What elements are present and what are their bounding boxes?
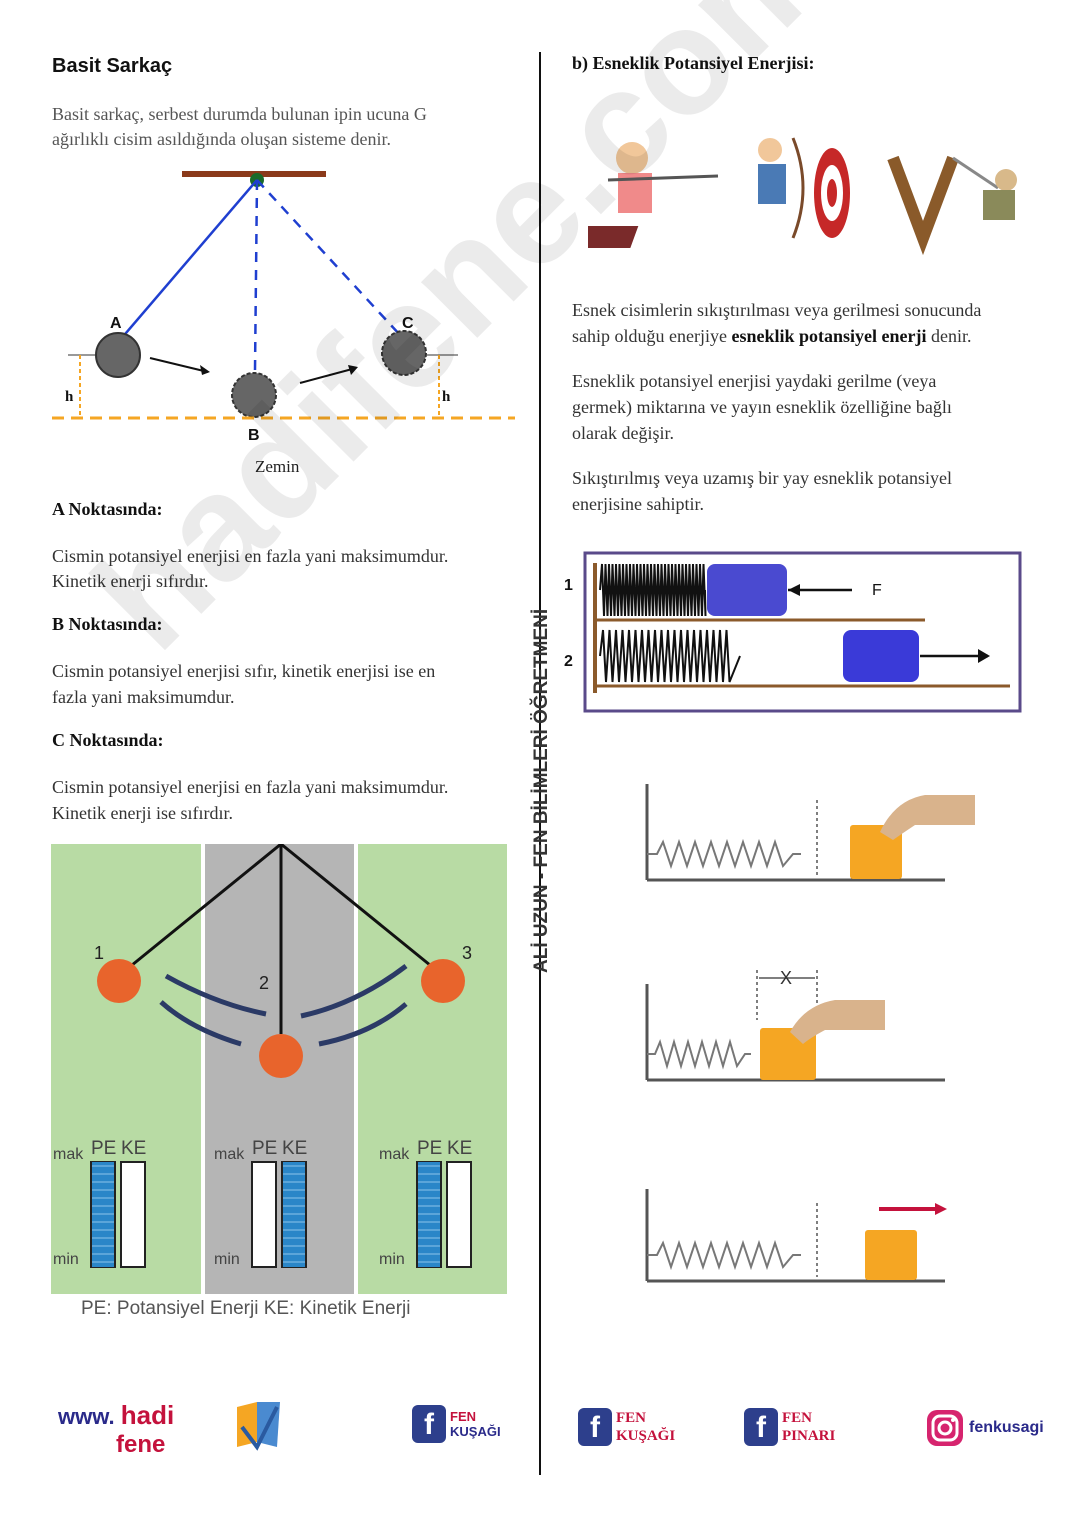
compressed-spring xyxy=(599,563,707,617)
motion-arrow-3 xyxy=(300,964,408,1019)
x-label: X xyxy=(780,968,792,988)
released-spring xyxy=(599,629,741,683)
energy-ball-1 xyxy=(97,959,141,1003)
book-logo-icon xyxy=(237,1402,280,1451)
energy-ball-3 xyxy=(421,959,465,1003)
pendulum-diagram: A B C h h Zemin xyxy=(52,171,515,476)
ball-c xyxy=(381,330,427,376)
site-logo[interactable]: www. hadi fene xyxy=(58,1400,175,1458)
facebook-icon: f xyxy=(412,1405,446,1443)
facebook-icon: f xyxy=(744,1408,778,1446)
elastic-p2-line2: germek) miktarına ve yayın esneklik özel… xyxy=(572,397,952,417)
motion-arrow-1 xyxy=(159,1000,242,1047)
label-b: B xyxy=(248,427,260,444)
motion-arrow-2 xyxy=(164,973,267,1017)
string-b xyxy=(253,179,259,371)
spring-stage-3 xyxy=(645,1189,947,1283)
min-label: min xyxy=(379,1251,405,1268)
c-line-2: Kinetik enerji ise sıfırdır. xyxy=(52,803,233,823)
mak-label: mak xyxy=(53,1146,84,1163)
b-heading: B Noktasında: xyxy=(52,614,163,634)
spring-stage-1 xyxy=(645,784,975,882)
ground-label: Zemin xyxy=(255,457,300,476)
bow-icon xyxy=(791,137,805,239)
arrow-b-c xyxy=(299,367,357,384)
energy-caption: PE: Potansiyel Enerji KE: Kinetik Enerji xyxy=(81,1298,411,1319)
elastic-p3-line1: Sıkıştırılmış veya uzamış bir yay esnekl… xyxy=(572,468,952,488)
a-line-1: Cismin potansiyel enerjisi en fazla yani… xyxy=(52,546,449,566)
page-title: Basit Sarkaç xyxy=(52,55,173,77)
num-3: 3 xyxy=(462,943,472,963)
svg-text:ALİ UZUN - FEN BİLİMLERİ ÖĞRET: ALİ UZUN - FEN BİLİMLERİ ÖĞRETMENİ xyxy=(530,609,552,973)
facebook-icon: f xyxy=(578,1408,612,1446)
block-2 xyxy=(843,630,919,682)
ke-label: KE xyxy=(282,1138,307,1159)
string-a xyxy=(119,179,258,341)
instagram-icon xyxy=(927,1410,963,1446)
ball-a xyxy=(95,332,141,378)
min-label: min xyxy=(214,1251,240,1268)
elastic-p2-line1: Esneklik potansiyel enerjisi yaydaki ger… xyxy=(572,371,937,391)
c-line-1: Cismin potansiyel enerjisi en fazla yani… xyxy=(52,777,449,797)
elastic-p2-line3: olarak değişir. xyxy=(572,423,674,443)
hand-icon-2 xyxy=(790,1000,885,1044)
label-h-left: h xyxy=(65,389,74,405)
row-label-2: 2 xyxy=(564,653,573,670)
spring-box-figure: 1 2 F xyxy=(564,551,1022,713)
column-divider xyxy=(539,52,541,1475)
energy-ball-2 xyxy=(259,1034,303,1078)
large-slingshot-icon xyxy=(887,155,959,256)
b-line-1: Cismin potansiyel enerjisi sıfır, kineti… xyxy=(52,661,436,681)
pe-label: PE xyxy=(91,1138,116,1159)
ke-label: KE xyxy=(121,1138,146,1159)
hand-icon xyxy=(880,795,975,840)
num-1: 1 xyxy=(94,943,104,963)
force-label: F xyxy=(872,582,882,599)
ball-b xyxy=(231,372,277,418)
label-h-right: h xyxy=(442,389,451,405)
pe-bar-frame xyxy=(251,1161,277,1268)
energy-string-3 xyxy=(280,844,442,976)
label-c: C xyxy=(402,315,414,332)
energy-string-1 xyxy=(120,844,282,976)
facebook-link-1[interactable]: f FEN KUŞAĞI xyxy=(412,1405,501,1443)
ke-bar-frame xyxy=(120,1161,146,1268)
spring-stage-2: X xyxy=(645,968,945,1082)
ke-bar-frame xyxy=(446,1161,472,1268)
arrow-a-b xyxy=(149,357,209,373)
pe-label: PE xyxy=(252,1138,277,1159)
pe-label: PE xyxy=(417,1138,442,1159)
elastic-p3-line2: enerjisine sahiptir. xyxy=(572,494,704,514)
row-label-1: 1 xyxy=(564,577,573,594)
facebook-link-2[interactable]: f FEN KUŞAĞI xyxy=(578,1408,675,1446)
b-line-2: fazla yani maksimumdur. xyxy=(52,687,235,707)
instagram-link[interactable]: fenkusagi xyxy=(925,1408,1044,1448)
a-line-2: Kinetik enerji sıfırdır. xyxy=(52,571,209,591)
min-label: min xyxy=(53,1251,79,1268)
vertical-author-text: ALİ UZUN - FEN BİLİMLERİ ÖĞRETMENİ xyxy=(530,609,552,973)
elastic-definition-term: esneklik potansiyel enerji xyxy=(731,326,927,346)
elastic-p1-line1: Esnek cisimlerin sıkıştırılması veya ger… xyxy=(572,300,982,320)
block-stage-1 xyxy=(850,825,902,879)
motion-arrow-4 xyxy=(318,1002,408,1047)
intro-line-2: ağırlıklı cisim asıldığında oluşan siste… xyxy=(52,129,391,149)
ke-label: KE xyxy=(447,1138,472,1159)
intro-line-1: Basit sarkaç, serbest durumda bulunan ip… xyxy=(52,104,427,124)
string-c xyxy=(256,179,401,336)
mak-label: mak xyxy=(214,1146,245,1163)
facebook-link-3[interactable]: f FEN PINARI xyxy=(744,1408,835,1446)
elastic-p1-line2: sahip olduğu enerjiye esneklik potansiye… xyxy=(572,326,972,346)
block-stage-3 xyxy=(865,1230,917,1280)
cartoon-person-icon xyxy=(616,142,648,174)
a-heading: A Noktasında: xyxy=(52,499,163,519)
elastic-cartoons xyxy=(588,137,1017,256)
num-2: 2 xyxy=(259,973,269,993)
label-a: A xyxy=(110,315,122,332)
elastic-title: b) Esneklik Potansiyel Enerjisi: xyxy=(572,53,815,73)
slingshot-icon xyxy=(607,174,719,182)
mak-label: mak xyxy=(379,1146,410,1163)
block-1 xyxy=(707,564,787,616)
c-heading: C Noktasında: xyxy=(52,730,164,750)
